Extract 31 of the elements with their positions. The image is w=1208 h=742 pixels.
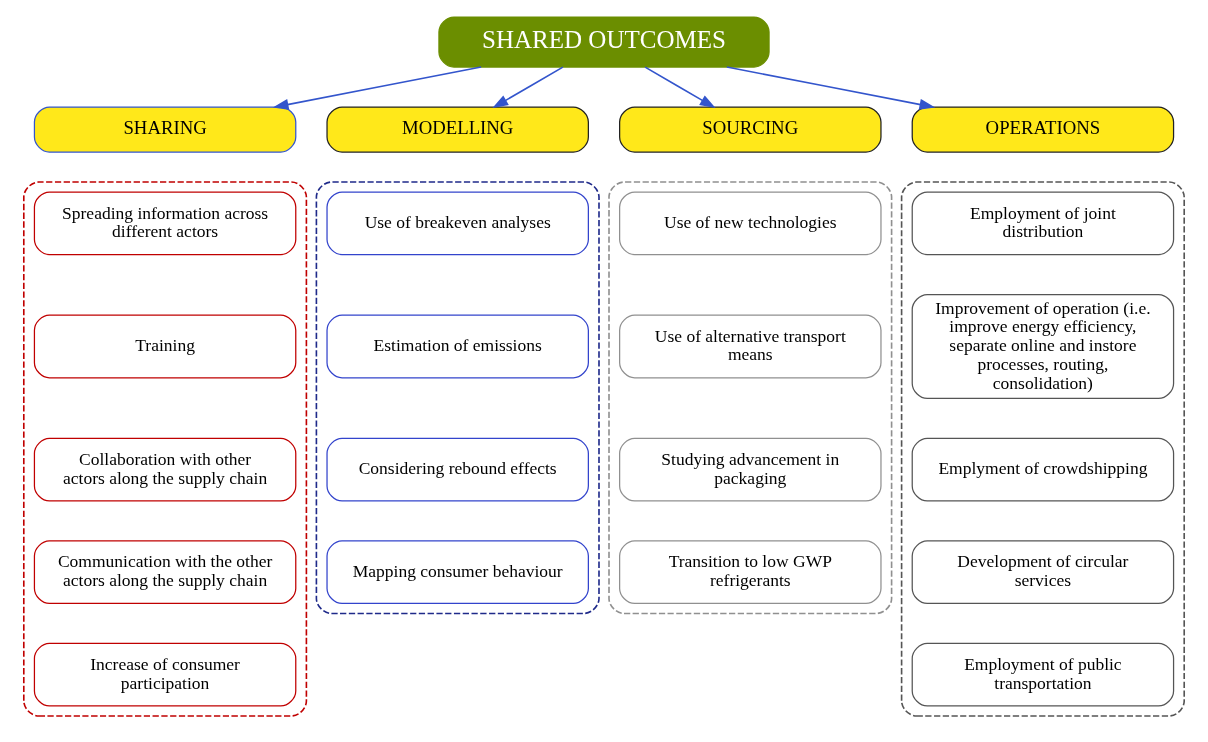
cluster	[315, 180, 600, 614]
node-box: Increase of consumer participation	[33, 642, 297, 707]
arrow	[644, 65, 716, 108]
node-box: Employment of joint distribution	[911, 190, 1175, 255]
node-box: Emplyment of crowdshipping	[911, 437, 1175, 502]
node-box: Development of circular services	[911, 539, 1175, 604]
arrow	[726, 65, 936, 110]
node-box: Use of new technologies	[619, 190, 882, 255]
node-box: Considering rebound effects	[326, 437, 589, 502]
cluster	[900, 180, 1185, 717]
node-box: Transition to low GWP refrigerants	[619, 539, 882, 604]
cluster	[608, 180, 893, 614]
node-box: SHARING	[33, 105, 297, 153]
node-box: Training	[33, 314, 297, 378]
node-box: Collaboration with other actors along the supply chain	[33, 437, 297, 502]
node-box: Use of breakeven analyses	[326, 190, 589, 255]
node-box: Communication with the other actors along the supply chain	[33, 539, 297, 604]
node-box: OPERATIONS	[911, 105, 1175, 153]
node-box: Use of alternative transport means	[619, 314, 882, 378]
node-box: Mapping consumer behaviour	[326, 539, 589, 604]
arrow	[492, 65, 564, 108]
node-box: Spreading information across different actors	[33, 190, 297, 255]
node-box: SHARED OUTCOMES	[438, 15, 770, 68]
node-box: Employment of public transportation	[911, 642, 1175, 707]
node-box: Studying advancement in packaging	[619, 437, 882, 502]
arrow	[272, 65, 482, 110]
cluster	[23, 180, 308, 717]
node-box: SOURCING	[619, 105, 882, 153]
node-box: Estimation of emissions	[326, 314, 589, 378]
node-box: MODELLING	[326, 105, 589, 153]
node-box: Improvement of operation (i.e. improve energy efficiency, separate online and instore processes, routing, consolidation)	[911, 293, 1175, 399]
